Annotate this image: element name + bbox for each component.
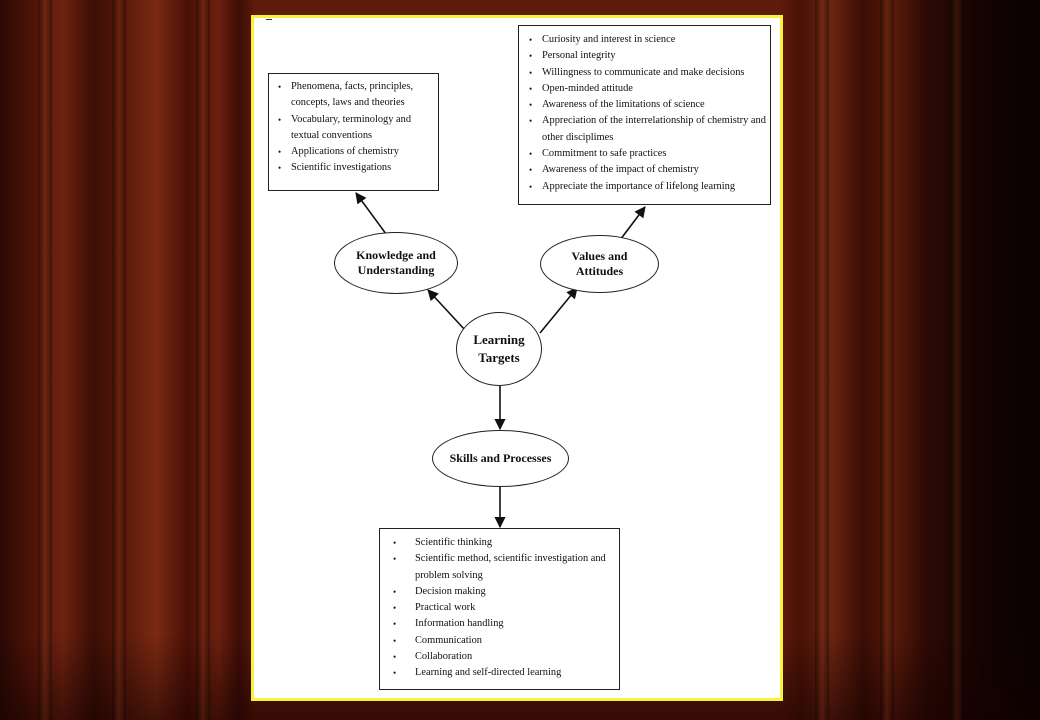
curtain-fold: [196, 0, 210, 720]
skills-node-label: Skills and Processes: [449, 451, 552, 465]
list-item: Phenomena, facts, principles, concepts, …: [278, 79, 432, 112]
learning-targets-label: Learning Targets: [473, 332, 525, 365]
list-item: Communication: [393, 633, 615, 650]
values-node-label: Values and Attitudes: [571, 249, 628, 278]
curtain-fold: [38, 0, 52, 720]
knowledge-node-label: Knowledge and Understanding: [356, 248, 436, 277]
list-item: Open-minded attitude: [529, 81, 766, 98]
list-item: Learning and self-directed learning: [393, 665, 615, 682]
skills-box: Scientific thinking Scientific method, s…: [379, 528, 620, 690]
list-item: Information handling: [393, 616, 615, 633]
list-item: Scientific investigations: [278, 160, 432, 177]
knowledge-box: Phenomena, facts, principles, concepts, …: [268, 73, 439, 191]
list-item: Curiosity and interest in science: [529, 32, 766, 49]
list-item: Vocabulary, terminology and textual conv…: [278, 112, 432, 145]
skills-node: Skills and Processes: [432, 430, 569, 487]
list-item: Practical work: [393, 600, 615, 617]
list-item: Personal integrity: [529, 48, 766, 65]
list-item: Awareness of the impact of chemistry: [529, 162, 766, 179]
curtain-fold: [880, 0, 894, 720]
values-box: Curiosity and interest in science Person…: [518, 25, 771, 205]
curtain-fold: [815, 0, 829, 720]
list-item: Scientific method, scientific investigat…: [393, 551, 615, 584]
list-item: Scientific thinking: [393, 535, 615, 552]
values-node: Values and Attitudes: [540, 235, 659, 293]
list-item: Awareness of the limitations of science: [529, 97, 766, 114]
curtain-fold: [950, 0, 964, 720]
list-item: Decision making: [393, 584, 615, 601]
list-item: Collaboration: [393, 649, 615, 666]
list-item: Appreciation of the interrelationship of…: [529, 113, 766, 146]
list-item: Willingness to communicate and make deci…: [529, 65, 766, 82]
learning-targets-node: Learning Targets: [456, 312, 542, 386]
list-item: Appreciate the importance of lifelong le…: [529, 179, 766, 196]
corner-mark: [266, 16, 272, 20]
list-item: Commitment to safe practices: [529, 146, 766, 163]
curtain-fold: [112, 0, 126, 720]
knowledge-node: Knowledge and Understanding: [334, 232, 458, 294]
list-item: Applications of chemistry: [278, 144, 432, 161]
